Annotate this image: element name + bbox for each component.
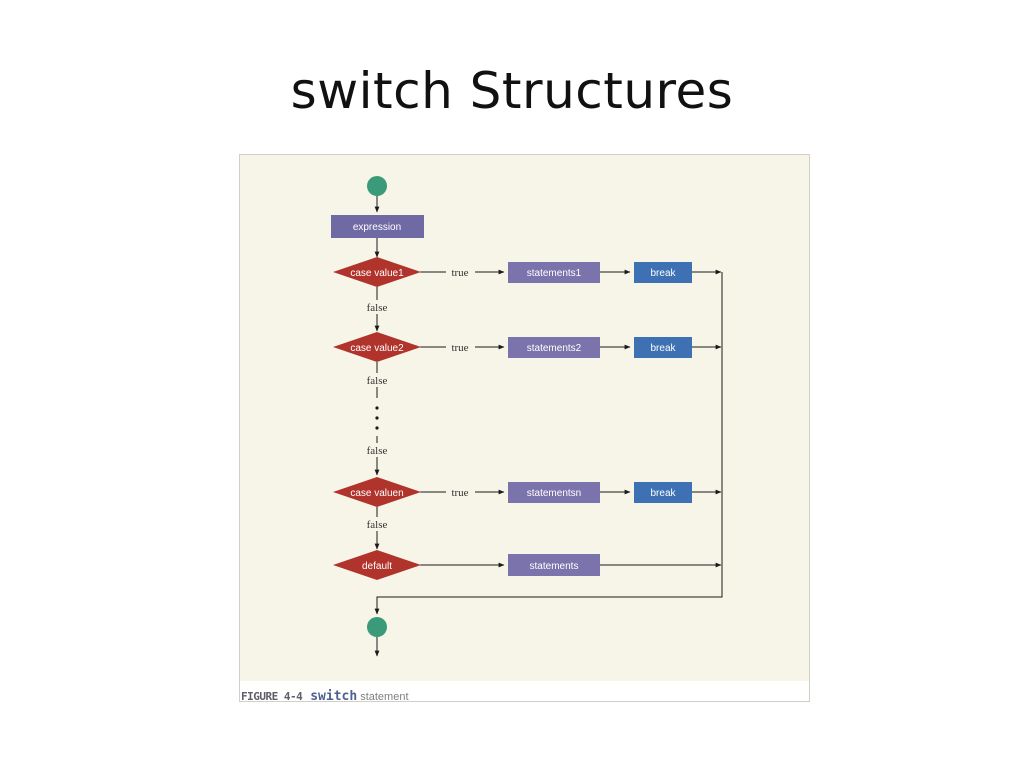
continuation-dots	[375, 406, 379, 430]
truen-label: true	[451, 487, 468, 499]
false3-label: false	[367, 445, 388, 457]
breakn-box	[634, 482, 692, 503]
statements2-box	[508, 337, 600, 358]
false1-label: false	[367, 302, 388, 314]
statements1-box	[508, 262, 600, 283]
statements-box	[508, 554, 600, 576]
start-node	[367, 176, 387, 196]
statementsn-label: statementsn	[527, 488, 581, 499]
falsen-label: false	[367, 519, 388, 531]
flowchart-figure: expression case value1 case value2 case …	[239, 154, 810, 704]
case2-diamond	[333, 332, 421, 362]
default-label: default	[362, 561, 392, 572]
break1-box	[634, 262, 692, 283]
caption-text: statement	[360, 691, 409, 703]
false2-label: false	[367, 375, 388, 387]
case2-label: case value2	[350, 343, 404, 354]
case1-diamond	[333, 257, 421, 287]
break2-label: break	[650, 343, 676, 354]
break1-label: break	[650, 268, 676, 279]
end-node	[367, 617, 387, 637]
statements2-label: statements2	[527, 343, 582, 354]
break2-box	[634, 337, 692, 358]
expression-box	[331, 215, 424, 238]
casen-label: case valuen	[350, 488, 403, 499]
statements1-label: statements1	[527, 268, 582, 279]
breakn-label: break	[650, 488, 676, 499]
default-diamond	[333, 550, 421, 580]
true2-label: true	[451, 342, 468, 354]
caption-strip	[240, 681, 809, 701]
caption-keyword: switch	[310, 689, 358, 704]
caption-number: FIGURE 4-4	[241, 690, 303, 703]
merge-line	[374, 272, 723, 615]
case1-label: case value1	[350, 268, 404, 279]
flowchart-diagram: expression case value1 case value2 case …	[331, 176, 723, 657]
true1-label: true	[451, 267, 468, 279]
statements-label: statements	[530, 561, 579, 572]
casen-diamond	[333, 477, 421, 507]
statementsn-box	[508, 482, 600, 503]
slide-title: switch Structures	[290, 62, 734, 120]
expression-label: expression	[353, 222, 401, 233]
